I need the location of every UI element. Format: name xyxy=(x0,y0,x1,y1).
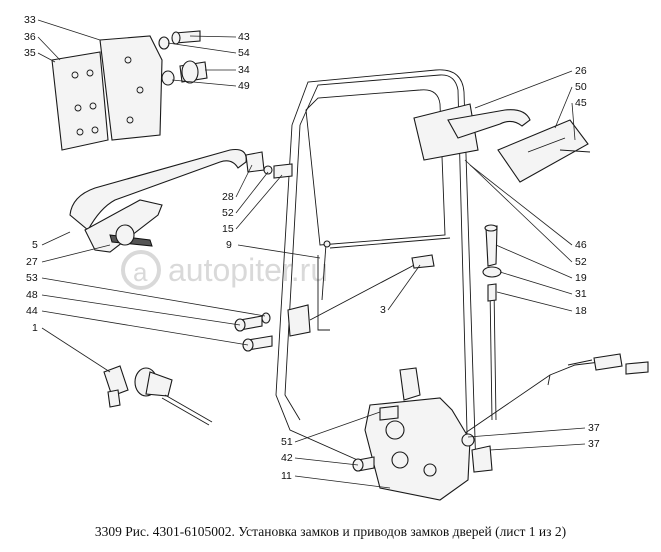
remote-control xyxy=(287,240,435,337)
callout-9: 9 xyxy=(226,239,232,251)
lock-button-rod xyxy=(482,224,502,421)
callout-1: 1 xyxy=(32,322,38,334)
callout-33: 33 xyxy=(24,14,36,26)
callout-15: 15 xyxy=(222,223,234,235)
exploded-view-drawing: a autopiter.ru xyxy=(24,14,649,501)
handle-fasteners xyxy=(245,151,293,179)
callout-51: 51 xyxy=(281,436,293,448)
callout-54: 54 xyxy=(238,47,250,59)
callout-19: 19 xyxy=(575,272,587,284)
callout-44: 44 xyxy=(26,305,38,317)
callout-49: 49 xyxy=(238,80,250,92)
callout-43: 43 xyxy=(238,31,250,43)
figure-caption: 3309 Рис. 4301-6105002. Установка замков… xyxy=(94,524,567,539)
callout-45: 45 xyxy=(575,97,587,109)
callout-11: 11 xyxy=(281,470,292,482)
screw-43 xyxy=(158,30,201,50)
door-frame xyxy=(275,69,477,471)
svg-text:a: a xyxy=(133,257,148,287)
callout-31: 31 xyxy=(575,288,587,300)
callout-28: 28 xyxy=(222,191,234,203)
latch-rods xyxy=(454,353,649,441)
callout-50: 50 xyxy=(575,81,587,93)
lock-cylinder xyxy=(103,365,213,426)
callout-35: 35 xyxy=(24,47,36,59)
callout-53: 53 xyxy=(26,272,38,284)
callout-26: 26 xyxy=(575,65,587,77)
leader-lines xyxy=(37,19,586,489)
callout-52: 52 xyxy=(222,207,234,219)
bolt-42 xyxy=(352,456,375,472)
callout-37b: 37 xyxy=(588,438,600,450)
callout-34: 34 xyxy=(238,64,250,76)
callout-3: 3 xyxy=(380,304,386,316)
callout-42: 42 xyxy=(281,452,293,464)
cover-plate-assembly xyxy=(51,35,163,151)
screw-34 xyxy=(161,60,208,86)
outside-handle xyxy=(69,148,247,253)
watermark-text: autopiter.ru xyxy=(168,252,328,288)
callout-5: 5 xyxy=(32,239,38,251)
callout-36: 36 xyxy=(24,31,36,43)
callout-48: 48 xyxy=(26,289,38,301)
watermark: a autopiter.ru xyxy=(121,250,328,290)
callout-labels: 33 36 35 43 54 34 49 28 52 15 9 5 27 53 … xyxy=(24,14,600,482)
callout-46: 46 xyxy=(575,239,587,251)
callout-37a: 37 xyxy=(588,422,600,434)
callout-27: 27 xyxy=(26,256,38,268)
inside-handle xyxy=(413,103,591,183)
callout-52b: 52 xyxy=(575,256,587,268)
callout-18: 18 xyxy=(575,305,587,317)
screw-44 xyxy=(242,335,273,352)
